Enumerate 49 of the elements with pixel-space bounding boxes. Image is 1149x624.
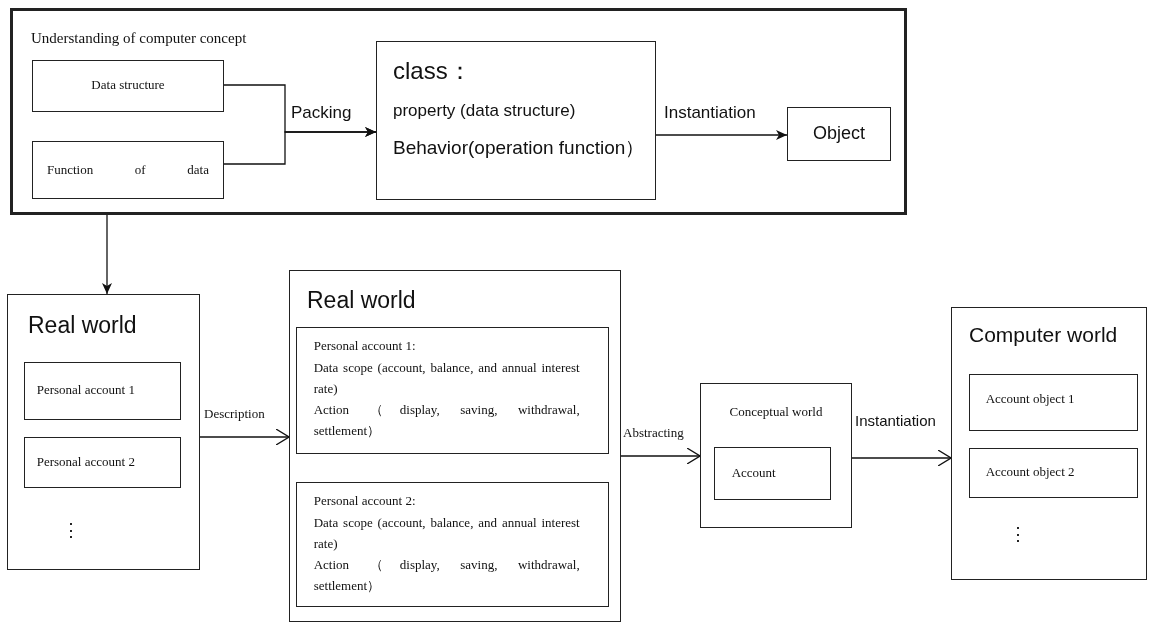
arrow [223,127,377,165]
arrow [655,130,788,140]
edge-label: Instantiation [855,412,936,429]
process-box [23,436,181,488]
box-text: Account object 2 [985,463,1076,480]
process-box [968,447,1138,498]
arrow [199,428,290,446]
group-box [10,8,907,215]
account-title: Personal account 2: [313,491,417,510]
group-box [289,270,621,622]
action-text: Action （display, saving, withdrawal, settlement） [313,555,580,595]
data-scope-text: Data scope (account, balance, and annual interest rate) [313,358,580,398]
account-title: Personal account 1: [313,336,417,355]
heading: Understanding of computer concept [31,29,248,48]
arrow [851,449,952,467]
box-text: Personal account 2 [36,453,136,470]
heading: Real world [307,286,417,315]
arrow [102,214,112,295]
edge-label: Abstracting [623,425,684,441]
group-box [7,294,200,570]
box-text: Function of data [47,162,209,179]
property-text: property (data structure) [393,100,577,122]
heading: Conceptual world [728,404,824,421]
heading: Real world [28,311,138,340]
process-box [376,41,656,200]
box-text: Object [812,122,866,145]
behavior-text: Behavior(operation function） [393,136,646,160]
box-text: Account object 1 [985,390,1076,407]
edge-label: Packing [291,103,352,123]
action-text: Action （display, saving, withdrawal, settlement） [313,400,580,440]
arrow [620,447,701,465]
class-heading: class： [393,56,473,86]
ellipsis: ⋮ [61,519,81,542]
box-text: Personal account 1 [36,381,136,398]
heading: Computer world [969,322,1119,348]
process-box [23,361,181,420]
process-box [295,481,609,607]
group-box [951,307,1147,580]
ellipsis: ⋮ [1008,523,1028,546]
process-box [968,373,1138,431]
process-box [32,141,224,199]
group-box [700,383,852,528]
box-text: Data structure [90,77,166,94]
process-box [787,107,891,161]
process-box [32,60,224,112]
process-box [295,326,609,454]
process-box [713,446,831,500]
box-text: Account [731,464,777,481]
data-scope-text: Data scope (account, balance, and annual interest rate) [313,513,580,553]
